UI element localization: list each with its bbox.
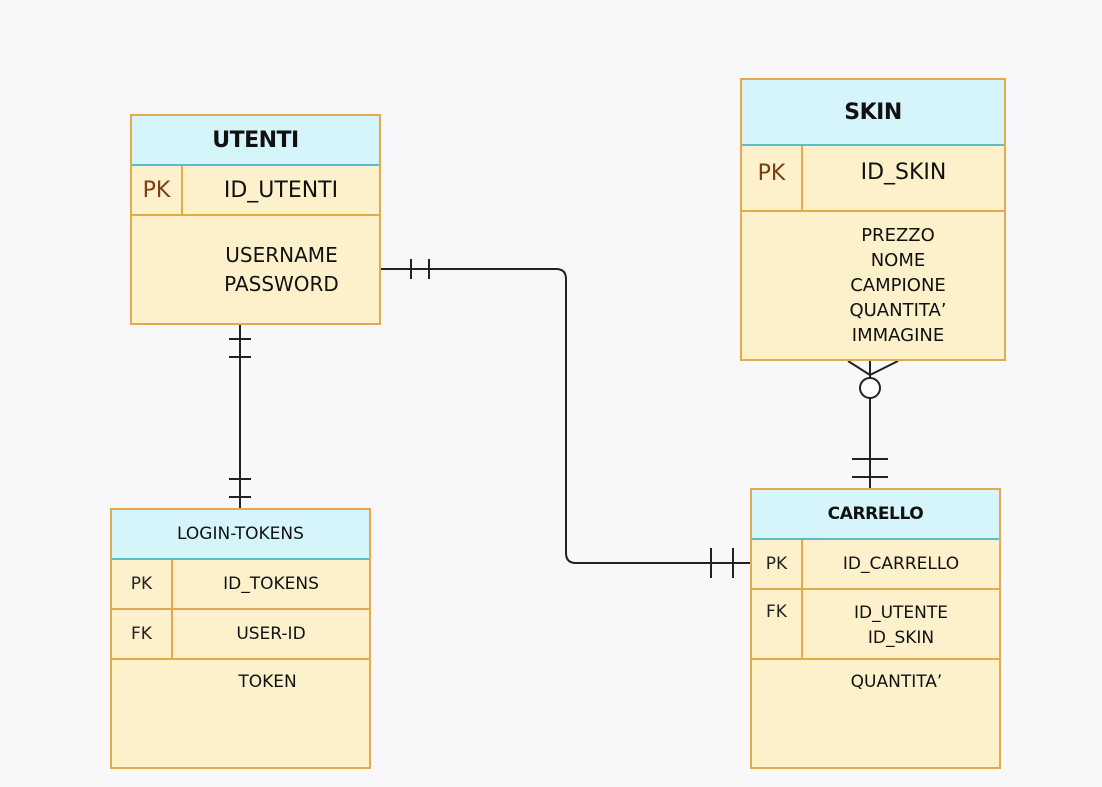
pk-row: PK ID_UTENTI (132, 166, 379, 216)
attribute: NOME (870, 250, 926, 271)
relationship-utenti-carrello[interactable] (381, 259, 750, 578)
attribute: USERNAME (225, 242, 338, 267)
relationship-utenti-login-tokens[interactable] (229, 325, 251, 508)
entity-title: CARRELLO (752, 490, 999, 540)
fk-field: ID_UTENTE (853, 603, 948, 623)
relationship-skin-carrello[interactable] (847, 360, 899, 488)
attribute-list: USERNAME PASSWORD (132, 216, 379, 323)
pk-row: PK ID_SKIN (742, 146, 1004, 212)
attribute-list: TOKEN (112, 660, 369, 767)
fk-field: ID_SKIN (867, 628, 935, 648)
attribute: PREZZO (861, 225, 935, 246)
crow-many-prong (869, 360, 899, 376)
attribute: IMMAGINE (851, 325, 945, 346)
attributes-row: USERNAME PASSWORD (132, 216, 379, 323)
attributes-row: QUANTITA’ (752, 660, 999, 767)
fk-label: FK (752, 590, 803, 658)
attribute: QUANTITA’ (850, 672, 943, 692)
fk-row: FK ID_UTENTE ID_SKIN (752, 590, 999, 660)
fk-row: FK USER-ID (112, 610, 369, 660)
entity-carrello[interactable]: CARRELLO PK ID_CARRELLO FK ID_UTENTE ID_… (750, 488, 1001, 769)
fk-field: USER-ID (236, 624, 306, 644)
attribute: CAMPIONE (850, 275, 946, 296)
pk-row: PK ID_TOKENS (112, 560, 369, 610)
entity-utenti[interactable]: UTENTI PK ID_UTENTI USERNAME PASSWORD (130, 114, 381, 325)
crow-zero-circle (859, 377, 881, 399)
pk-field: ID_TOKENS (223, 574, 319, 594)
pk-field: ID_CARRELLO (842, 554, 960, 574)
entity-skin[interactable]: SKIN PK ID_SKIN PREZZO NOME CAMPIONE QUA… (740, 78, 1006, 361)
attribute: PASSWORD (224, 271, 339, 296)
attributes-row: TOKEN (112, 660, 369, 767)
attributes-row: PREZZO NOME CAMPIONE QUANTITA’ IMMAGINE (742, 212, 1004, 359)
entity-login-tokens[interactable]: LOGIN-TOKENS PK ID_TOKENS FK USER-ID TOK… (110, 508, 371, 769)
attribute: TOKEN (238, 672, 297, 692)
pk-label: PK (752, 540, 803, 588)
pk-row: PK ID_CARRELLO (752, 540, 999, 590)
attribute-list: QUANTITA’ (752, 660, 999, 767)
fk-fields: ID_UTENTE ID_SKIN (803, 590, 999, 658)
pk-field: ID_SKIN (860, 160, 947, 185)
entity-title: LOGIN-TOKENS (112, 510, 369, 560)
entity-title: UTENTI (132, 116, 379, 166)
attribute: QUANTITA’ (849, 300, 947, 321)
pk-label: PK (112, 560, 173, 608)
attribute-list: PREZZO NOME CAMPIONE QUANTITA’ IMMAGINE (742, 212, 1004, 359)
pk-field: ID_UTENTI (223, 177, 339, 203)
pk-label: PK (132, 166, 183, 214)
pk-label: PK (742, 146, 803, 210)
fk-label: FK (112, 610, 173, 658)
crow-many-prong (847, 360, 871, 376)
entity-title: SKIN (742, 80, 1004, 146)
